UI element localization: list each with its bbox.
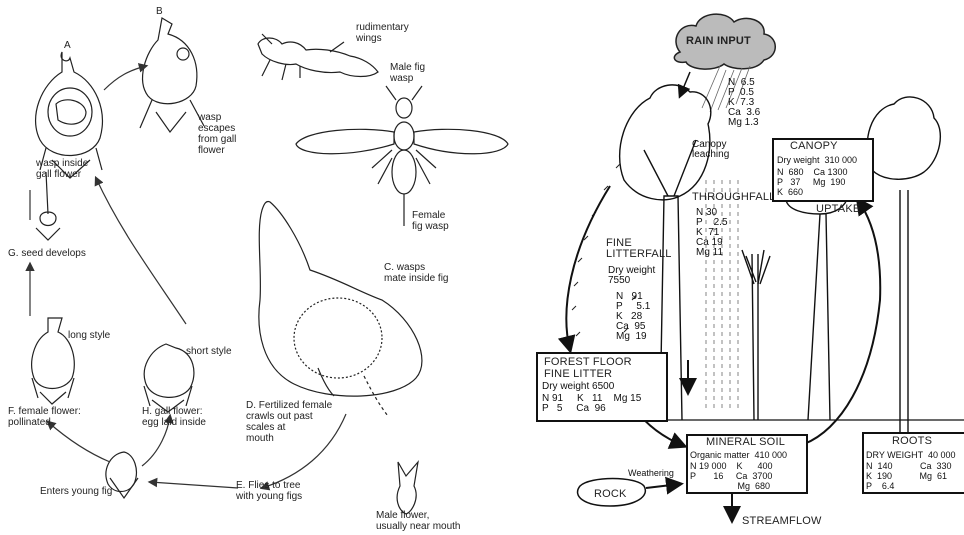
label-a: A bbox=[64, 40, 71, 51]
short-style-label: short style bbox=[186, 346, 232, 357]
fine-litterfall-dry-weight: Dry weight 7550 bbox=[608, 266, 655, 286]
label-b: B bbox=[156, 6, 163, 17]
forest-floor-dry-weight: Dry weight 6500 bbox=[542, 382, 614, 392]
fertilized-female-label: D. Fertilized female crawls out past sca… bbox=[246, 400, 332, 444]
canopy-values: N 680 Ca 1300 P 37 Mg 190 K 660 bbox=[777, 167, 848, 197]
long-style-label: long style bbox=[68, 330, 110, 341]
gall-flower-label: H. gall flower: egg laid inside bbox=[142, 406, 206, 428]
female-fig-wasp-label: Female fig wasp bbox=[412, 210, 449, 232]
uptake-label: UPTAKE bbox=[816, 204, 860, 215]
forest-floor-title: FOREST FLOOR FINE LITTER bbox=[544, 356, 632, 380]
seed-develops-label: G. seed develops bbox=[8, 248, 86, 259]
female-flower-label: F. female flower: pollinated bbox=[8, 406, 81, 428]
wasps-mate-label: C. wasps mate inside fig bbox=[384, 262, 448, 284]
roots-title: ROOTS bbox=[892, 436, 932, 447]
rain-input-values: N 6.5 P 0.5 K 7.3 Ca 3.6 Mg 1.3 bbox=[728, 78, 760, 128]
rain-input-title: RAIN INPUT bbox=[686, 36, 751, 47]
canopy-title: CANOPY bbox=[790, 141, 838, 152]
throughfall-title: THROUGHFALL bbox=[692, 192, 776, 203]
canopy-box: CANOPY Dry weight 310 000 N 680 Ca 1300 … bbox=[772, 138, 874, 202]
wasp-escapes-label: wasp escapes from gall flower bbox=[198, 112, 236, 156]
fine-litterfall-values: N 91 P 5.1 K 28 Ca 95 Mg 19 bbox=[616, 292, 650, 342]
roots-values: N 140 Ca 330 K 190 Mg 61 P 6.4 bbox=[866, 461, 952, 491]
mineral-soil-title: MINERAL SOIL bbox=[706, 437, 785, 448]
seed-develops-drawing bbox=[36, 172, 60, 240]
wasp-inside-gall-label: wasp inside gall flower bbox=[36, 158, 88, 180]
mineral-soil-values: N 19 000 K 400 P 16 Ca 3700 Mg 680 bbox=[690, 461, 773, 491]
fig-fruit-drawing bbox=[259, 201, 422, 416]
mineral-soil-box: MINERAL SOIL Organic matter 410 000 N 19… bbox=[686, 434, 808, 494]
canopy-leaching-label: Canopy leaching bbox=[692, 140, 729, 160]
male-fig-wasp-label: Male fig wasp bbox=[390, 62, 425, 84]
roots-dry-weight: DRY WEIGHT 40 000 bbox=[866, 450, 956, 460]
male-flower-drawing bbox=[397, 462, 418, 514]
gall-flower-b-drawing bbox=[140, 18, 204, 132]
rock-label: ROCK bbox=[594, 489, 627, 500]
forest-floor-box: FOREST FLOOR FINE LITTER Dry weight 6500… bbox=[536, 352, 668, 422]
weathering-label: Weathering bbox=[628, 468, 674, 478]
flies-to-tree-label: E. Flies to tree with young figs bbox=[236, 480, 302, 502]
rudimentary-wings-label: rudimentary wings bbox=[356, 22, 409, 44]
fine-litterfall-title: FINE LITTERFALL bbox=[606, 238, 672, 260]
streamflow-label: STREAMFLOW bbox=[742, 516, 822, 527]
roots-box: ROOTS DRY WEIGHT 40 000 N 140 Ca 330 K 1… bbox=[862, 432, 964, 494]
female-fig-wasp-drawing bbox=[296, 86, 508, 226]
throughfall-values: N 30 P 2.5 K 71 Ca 19 Mg 11 bbox=[696, 208, 728, 258]
canopy-dry-weight: Dry weight 310 000 bbox=[777, 155, 857, 165]
fig-life-cycle-diagram: A B rudimentary wings Male fig wasp wasp… bbox=[0, 0, 520, 535]
nutrient-cycle-diagram: RAIN INPUT N 6.5 P 0.5 K 7.3 Ca 3.6 Mg 1… bbox=[520, 0, 964, 535]
forest-floor-values: N 91 K 11 Mg 15 P 5 Ca 96 bbox=[542, 394, 641, 414]
enters-young-fig-label: Enters young fig bbox=[40, 486, 112, 497]
mineral-soil-organic-matter: Organic matter 410 000 bbox=[690, 450, 787, 460]
male-flower-label: Male flower, usually near mouth bbox=[376, 510, 461, 532]
